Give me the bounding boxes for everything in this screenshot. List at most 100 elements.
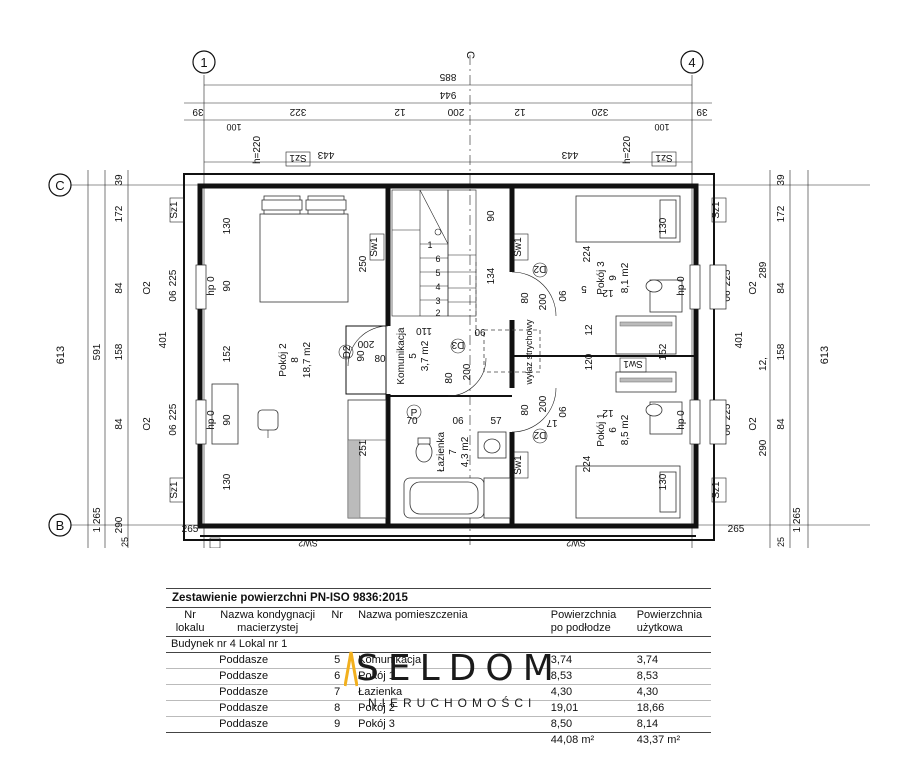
svg-text:1 265: 1 265 [92,507,103,532]
svg-text:hp 0: hp 0 [676,410,687,430]
svg-text:Sz1: Sz1 [711,481,722,499]
col-nr: Nr [321,608,354,637]
axis-b-row-label: B [56,518,65,533]
axis-1-marker [192,50,216,74]
svg-text:290: 290 [758,439,769,456]
svg-text:250: 250 [358,255,369,272]
logo-brand: SELDOM [356,648,563,689]
svg-text:hp 0: hp 0 [676,276,687,296]
svg-text:39: 39 [192,106,204,117]
attic-hatch-label: wyłaz strychowy [524,319,534,386]
dims-right: 613 39 172 84 289 158 84 290 1 265 401 O… [722,170,831,548]
axis-4-label: 4 [688,55,695,70]
sz1-top-left: Sz1 [289,152,307,163]
seldom-logo: SELDOM NIERUCHOMOŚCI [344,648,574,714]
svg-text:O2: O2 [748,281,759,295]
room-label-lazienka: Łazienka 7 4,3 m2 [436,432,471,472]
svg-text:Sw1: Sw1 [513,237,524,257]
svg-text:134: 134 [486,267,497,284]
axis-c-top-label: C [464,51,476,59]
svg-text:224: 224 [582,455,593,472]
svg-text:265: 265 [182,524,199,535]
svg-text:6: 6 [608,427,619,433]
svg-text:Pokój 3: Pokój 3 [596,261,607,295]
sz1-top-right: Sz1 [655,152,673,163]
svg-text:Pokój 2: Pokój 2 [278,343,289,377]
axis-c-row-label: C [55,178,64,193]
svg-text:06: 06 [452,416,464,427]
element-tags: Sz1 Sz1 Sz1 Sz1 Sw1 Sw1 Sw1 Sw1 hp 0 hp … [169,197,727,503]
svg-text:O2: O2 [748,417,759,431]
svg-text:224: 224 [582,245,593,262]
svg-text:3,7 m2: 3,7 m2 [420,340,431,371]
bed-pokoj1 [575,465,681,519]
h220-right: h=220 [622,136,633,165]
summary-group-row: Budynek nr 4 Lokal nr 1 [166,636,711,653]
svg-text:200: 200 [538,395,549,412]
room-label-pokoj3: Pokój 3 9 8,1 m2 [596,261,631,295]
svg-text:18,7 m2: 18,7 m2 [302,341,313,378]
svg-text:Sz1: Sz1 [169,201,180,219]
dim-885: 885 [439,71,456,82]
dim-443-right: 443 [561,149,578,160]
svg-text:5: 5 [581,283,587,294]
svg-text:80: 80 [374,354,386,365]
svg-text:90: 90 [222,414,233,426]
svg-text:06: 06 [168,290,179,302]
svg-text:57: 57 [490,416,502,427]
svg-text:130: 130 [222,473,233,490]
h220-left: h=220 [252,136,263,165]
svg-text:4: 4 [435,282,440,292]
axis-b-marker [48,513,72,537]
svg-text:06: 06 [722,424,733,436]
svg-text:Komunikacja: Komunikacja [396,327,407,385]
svg-text:84: 84 [776,282,787,294]
room-label-komunikacja: Komunikacja 5 3,7 m2 [396,327,431,385]
logo-mark-icon [344,651,358,687]
svg-text:100: 100 [654,122,669,132]
svg-text:D3: D3 [451,339,464,350]
svg-text:1: 1 [427,240,432,250]
dim-top-segments: 39 322 12 200 12 320 39 100 100 [192,106,708,132]
svg-text:84: 84 [776,418,787,430]
svg-text:100: 100 [226,122,241,132]
svg-text:1 265: 1 265 [792,507,803,532]
bathroom-fixtures [403,431,511,519]
total-floor-area: 44,08 m² [550,734,595,746]
svg-text:hp 0: hp 0 [206,276,217,296]
svg-text:200: 200 [462,363,473,380]
svg-text:120: 120 [584,353,595,370]
dims-left: 613 591 39 172 84 158 84 290 1 265 401 O… [55,170,179,548]
svg-text:6: 6 [435,254,440,264]
svg-text:hp 0: hp 0 [206,410,217,430]
svg-text:158: 158 [776,343,787,360]
svg-text:613: 613 [819,346,831,364]
svg-text:5: 5 [435,268,440,278]
svg-text:200: 200 [538,293,549,310]
dim-944: 944 [439,89,456,100]
svg-text:SW2: SW2 [298,538,318,548]
svg-text:06: 06 [558,406,569,418]
svg-text:84: 84 [114,282,125,294]
chair-pokoj2 [257,409,279,438]
svg-text:12: 12 [602,287,614,298]
svg-text:P: P [411,408,418,419]
svg-text:152: 152 [658,343,669,360]
svg-text:200: 200 [357,338,374,349]
svg-text:80: 80 [444,372,455,384]
svg-text:17: 17 [546,417,558,428]
svg-text:D2: D2 [342,345,353,358]
svg-text:8: 8 [290,357,301,363]
svg-text:Pokój 1: Pokój 1 [596,413,607,447]
svg-text:8,5 m2: 8,5 m2 [620,414,631,445]
svg-text:D2: D2 [533,263,546,274]
plan-dimension-numbers: 130 152 130 90 90 250 251 200 80 90 110 … [182,210,745,535]
svg-text:Sw1: Sw1 [513,455,524,475]
svg-text:80: 80 [520,292,531,304]
svg-text:Sz1: Sz1 [169,481,180,499]
svg-text:225: 225 [168,403,179,420]
svg-text:25: 25 [776,537,786,547]
svg-text:39: 39 [776,174,787,186]
